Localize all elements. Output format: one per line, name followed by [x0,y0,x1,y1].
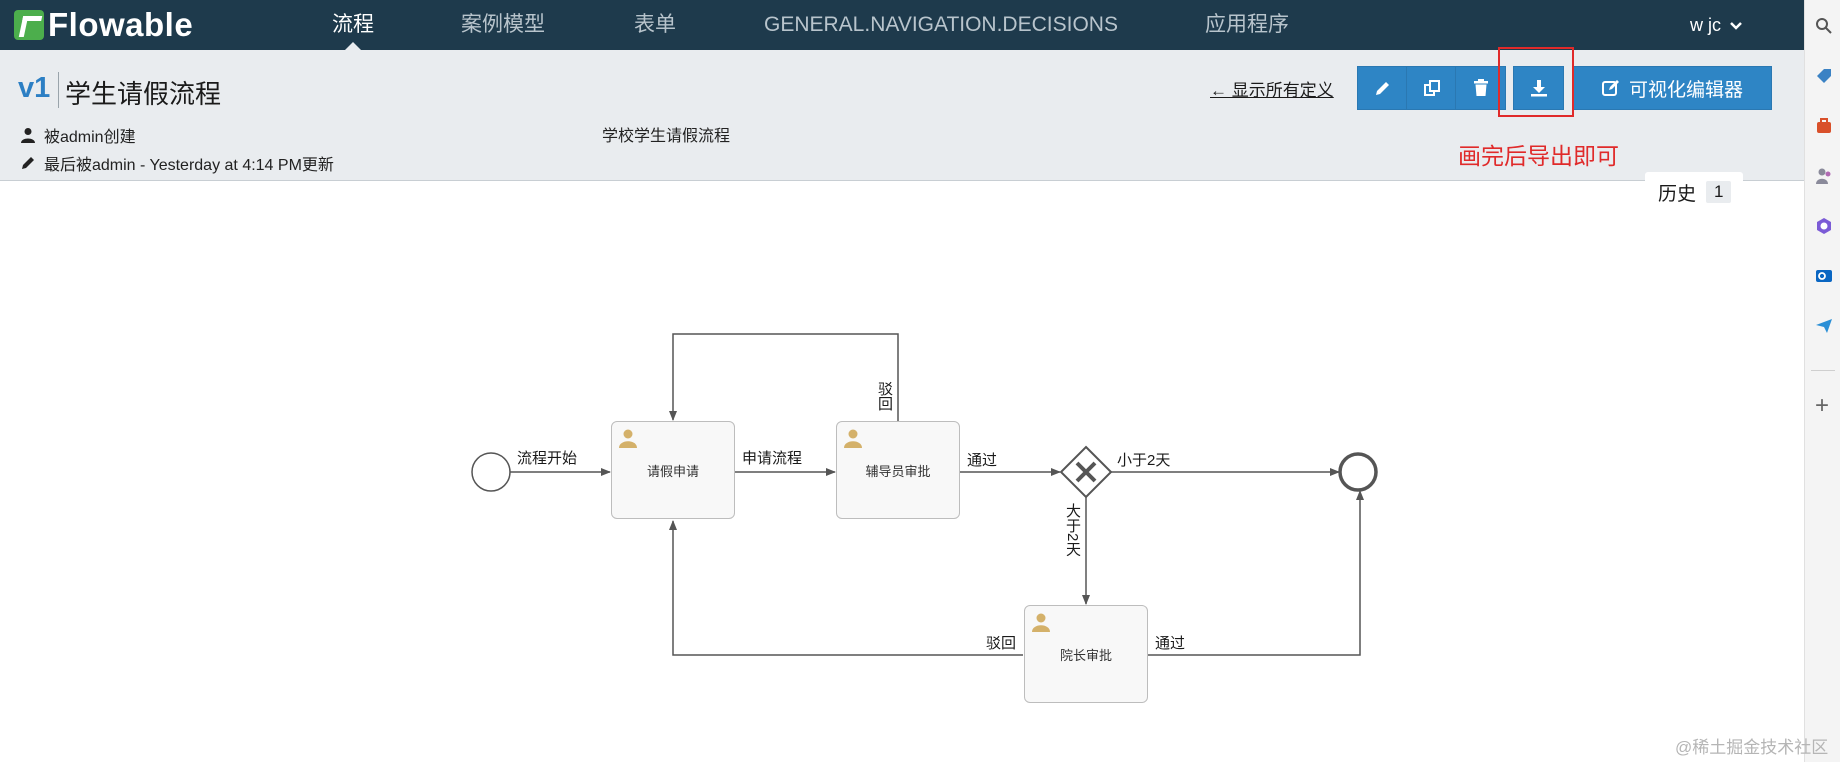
people-icon[interactable] [1815,167,1833,185]
process-description: 学校学生请假流程 [602,128,731,145]
sidebar-divider [1811,370,1835,371]
external-edit-icon [1601,80,1619,96]
nav-item-label: 应用程序 [1205,13,1289,36]
export-highlight-box [1498,47,1574,117]
updated-row: 最后被admin - Yesterday at 4:14 PM更新 [20,151,334,175]
flowable-logo[interactable]: Flowable [14,6,194,43]
flowable-logo-icon [14,10,44,40]
flow-label-reject-counselor: 驳回 [876,381,893,411]
nav-item-processes[interactable]: 流程 [332,0,374,50]
nav-item-decisions[interactable]: GENERAL.NAVIGATION.DECISIONS [764,0,1118,50]
toolbox-icon[interactable] [1815,117,1833,135]
history-count: 1 [1706,181,1732,203]
send-icon[interactable] [1815,317,1833,335]
chevron-down-icon [1730,22,1742,30]
edit-button[interactable] [1357,66,1408,110]
user-task-icon [619,429,637,448]
task-counselor-approval[interactable]: 辅导员审批 [836,421,960,519]
search-icon[interactable] [1815,17,1833,35]
brand-name: Flowable [48,6,194,43]
nav-item-label: 流程 [332,13,374,36]
edit-icon [1375,82,1389,95]
flow-label-pass-dean: 通过 [1155,635,1186,652]
task-dean-approval[interactable]: 院长审批 [1024,605,1148,703]
end-event[interactable] [1338,452,1378,492]
exclusive-gateway[interactable] [1059,445,1113,499]
nav-item-label: GENERAL.NAVIGATION.DECISIONS [764,13,1118,36]
history-badge[interactable]: 历史 1 [1645,172,1743,212]
task-label: 请假申请 [646,463,699,479]
page-title: 学生请假流程 [65,79,222,109]
download-icon [1530,80,1547,97]
title-divider [58,72,59,108]
history-label: 历史 [1658,183,1697,205]
flow-label-less-than-2: 小于2天 [1117,452,1171,469]
updated-text: 最后被admin - Yesterday at 4:14 PM更新 [44,157,334,174]
visual-editor-label: 可视化编辑器 [1628,79,1743,101]
nav-item-forms[interactable]: 表单 [634,0,676,50]
flow-pass-dean[interactable] [1148,490,1364,656]
copy-icon [1423,80,1440,96]
flow-label-more-than-2: 大于2天 [1064,503,1081,557]
visual-editor-button[interactable]: 可视化编辑器 [1572,66,1772,110]
start-event[interactable] [471,452,511,492]
browser-sidebar: + [1804,0,1840,762]
add-icon[interactable]: + [1815,392,1830,419]
flow-label-submit: 申请流程 [742,450,803,467]
export-button[interactable] [1513,66,1564,110]
user-task-icon [1032,613,1050,632]
user-name: w jc [1690,15,1721,35]
task-leave-application[interactable]: 请假申请 [611,421,735,519]
flow-label-reject-dean: 驳回 [986,635,1017,652]
task-label: 院长审批 [1059,647,1112,663]
pencil-icon [22,157,34,169]
version-label: v1 [18,72,51,104]
nav-item-apps[interactable]: 应用程序 [1205,0,1289,50]
flow-label-start: 流程开始 [517,450,578,467]
process-diagram: 请假申请 辅导员审批 院长审批 流程开始 申请流程 驳回 通过 小于2天 大于2… [0,181,1804,762]
copy-button[interactable] [1406,66,1457,110]
flow-reject-dean[interactable] [669,520,1023,656]
top-navbar: Flowable 流程 案例模型 表单 GENERAL.NAVIGATION.D… [0,0,1804,50]
copilot-icon[interactable] [1815,217,1833,235]
outlook-icon[interactable] [1815,267,1833,285]
flow-label-pass-counselor: 通过 [967,452,998,469]
nav-item-label: 表单 [634,13,676,36]
delete-button[interactable] [1455,66,1506,110]
user-task-icon [844,429,862,448]
trash-icon [1473,79,1488,96]
annotation-text: 画完后导出即可 [1458,143,1619,169]
user-menu[interactable]: w jc [1690,0,1742,50]
created-by-row: 被admin创建 [20,123,136,147]
watermark: @稀土掘金技术社区 [1675,738,1829,757]
user-icon [21,128,35,143]
tag-icon[interactable] [1815,67,1833,85]
created-by-text: 被admin创建 [44,129,136,146]
active-nav-caret-icon [345,42,361,50]
nav-item-case-models[interactable]: 案例模型 [461,0,545,50]
show-all-definitions-link[interactable]: ← 显示所有定义 [1210,81,1334,100]
flow-reject-counselor[interactable] [669,333,899,421]
nav-item-label: 案例模型 [461,13,545,36]
task-label: 辅导员审批 [865,463,931,479]
diagram-canvas [471,333,1378,656]
